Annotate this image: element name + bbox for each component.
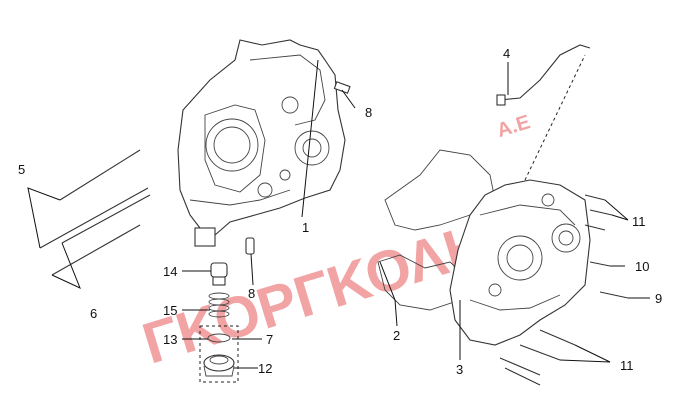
filter-screen-12	[203, 354, 235, 377]
right-crankcase	[449, 179, 591, 346]
callout-15: 15	[163, 303, 177, 318]
callout-11-lower: 11	[620, 358, 634, 373]
callout-14: 14	[163, 264, 177, 279]
left-crankcase	[177, 39, 346, 247]
callout-4: 4	[503, 46, 510, 61]
bolt-8-lower	[245, 237, 255, 255]
callout-6: 6	[90, 306, 97, 321]
callout-3: 3	[456, 362, 463, 377]
callout-2: 2	[393, 328, 400, 343]
breather-hose-4	[499, 44, 591, 101]
callout-8-lower: 8	[248, 286, 255, 301]
callout-10: 10	[635, 259, 649, 274]
stud-bolts	[39, 149, 151, 276]
callout-12: 12	[258, 361, 272, 376]
callout-8-upper: 8	[365, 105, 372, 120]
bolt-8-upper	[333, 81, 351, 94]
bolts-11-lower	[499, 329, 576, 386]
spring-15	[208, 292, 230, 318]
watermark-suffix: Α.Ε	[494, 111, 532, 142]
callout-1: 1	[302, 220, 309, 235]
callout-9: 9	[655, 291, 662, 306]
oring-13-7	[207, 333, 231, 343]
callout-7: 7	[266, 332, 273, 347]
bolt-10	[589, 261, 611, 267]
strainer-group-box	[199, 325, 239, 383]
strainer-plug-14	[210, 262, 228, 286]
projection-line	[524, 54, 586, 181]
callout-labels: 1 2 3 4 5 6 7 8 8 9 10 11 11 12 13 14 15	[18, 46, 662, 377]
callout-13: 13	[163, 332, 177, 347]
leader-lines	[27, 59, 650, 369]
bolts-11-upper	[584, 194, 613, 231]
callout-5: 5	[18, 162, 25, 177]
bolt-9	[599, 291, 629, 299]
callout-11-upper: 11	[632, 214, 646, 229]
hose-clip	[496, 94, 506, 106]
